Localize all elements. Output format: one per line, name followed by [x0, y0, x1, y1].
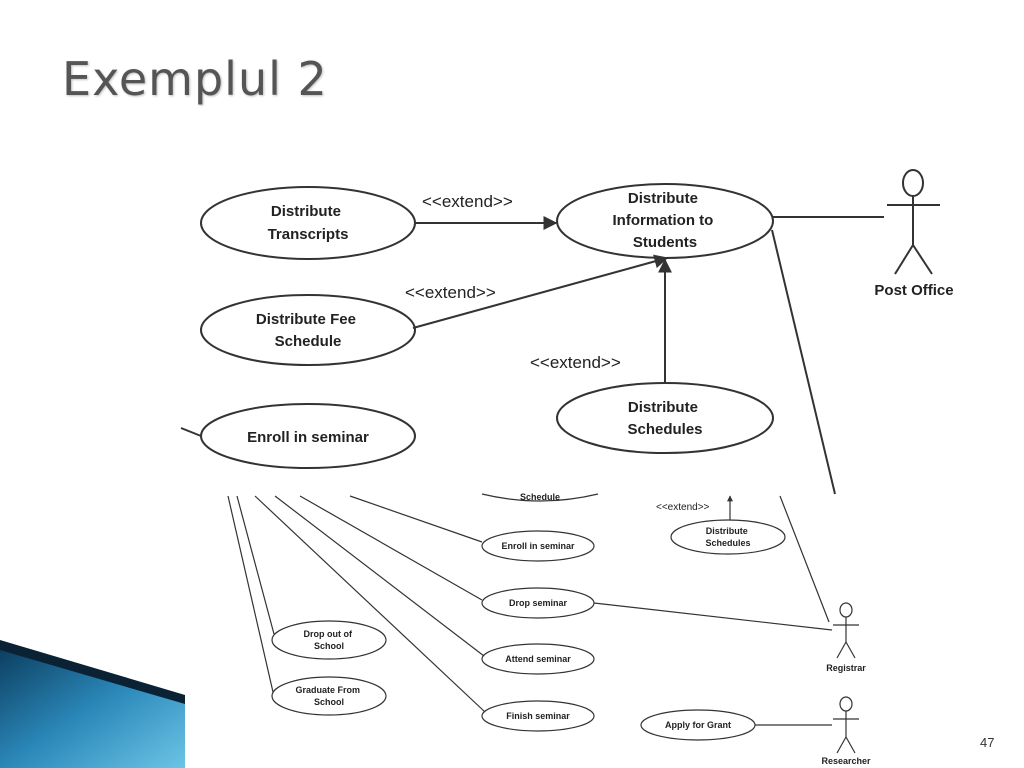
actor-post-office-label: Post Office: [874, 282, 953, 299]
label-apply-for-grant: Apply for Grant: [665, 720, 731, 730]
use-case-enroll-small: [481, 530, 595, 562]
use-case-graduate-from-school: [271, 676, 387, 716]
extend-arrow-fee: [412, 254, 669, 329]
bottom-diagram: [227, 493, 859, 754]
actor-post-office-figure: [887, 169, 940, 275]
association-student-attend: [274, 495, 485, 657]
label-enroll-in-seminar: Enroll in seminar: [247, 429, 369, 446]
association-student-drop: [299, 495, 483, 601]
association-enroll-left: [180, 427, 202, 437]
use-case-drop-out-of-school: [271, 620, 387, 660]
stereotype-extend-small: <<extend>>: [656, 502, 710, 513]
actor-researcher-figure: [833, 696, 859, 754]
use-case-finish-seminar: [481, 700, 595, 732]
stereotype-extend-2: <<extend>>: [405, 283, 496, 302]
association-registrar-schedules: [779, 495, 830, 623]
use-case-attend-seminar: [481, 643, 595, 675]
stereotype-extend-3: <<extend>>: [530, 353, 621, 372]
label-drop-seminar: Drop seminar: [509, 598, 568, 608]
label-finish-seminar: Finish seminar: [506, 711, 570, 721]
stereotype-extend-1: <<extend>>: [422, 192, 513, 211]
association-registrar-drop: [593, 602, 833, 631]
bottom-diagram-labels: Schedule Distribute Schedules Enroll in …: [295, 492, 871, 766]
association-student-enroll: [349, 495, 483, 543]
label-enroll-small: Enroll in seminar: [501, 541, 575, 551]
top-diagram: [180, 169, 940, 495]
label-schedule-partial: Schedule: [520, 492, 560, 502]
actor-registrar-figure: [833, 602, 859, 659]
slide-number: 47: [980, 735, 995, 750]
slide-title: Exemplul 2: [62, 52, 328, 106]
label-attend-seminar: Attend seminar: [505, 654, 571, 664]
use-case-schedule-partial: [481, 493, 599, 502]
label-distribute-schedules-small: Distribute Schedules: [705, 526, 750, 548]
actor-registrar-label: Registrar: [826, 663, 866, 673]
label-distribute-fee-schedule: Distribute Fee Schedule: [256, 311, 360, 350]
use-case-distribute-transcripts: [200, 186, 416, 260]
actor-researcher-label: Researcher: [821, 756, 871, 766]
decorative-corner-shape: [0, 640, 185, 768]
label-distribute-transcripts: Distribute Transcripts: [268, 203, 349, 243]
use-case-distribute-fee-schedule: [200, 294, 416, 366]
top-diagram-labels: Distribute Transcripts Distribute Inform…: [247, 190, 953, 446]
association-student-finish: [254, 495, 486, 713]
association-student-graduate: [227, 495, 274, 693]
association-registrar-top: [771, 229, 836, 495]
label-distribute-information: Distribute Information to Students: [613, 190, 718, 251]
label-graduate-from-school: Graduate From School: [295, 685, 362, 707]
use-case-distribute-schedules-small: [670, 519, 786, 555]
association-student-dropout: [236, 495, 275, 635]
label-drop-out-of-school: Drop out of School: [303, 629, 354, 651]
use-case-distribute-schedules: [556, 382, 774, 454]
label-distribute-schedules: Distribute Schedules: [627, 399, 702, 438]
